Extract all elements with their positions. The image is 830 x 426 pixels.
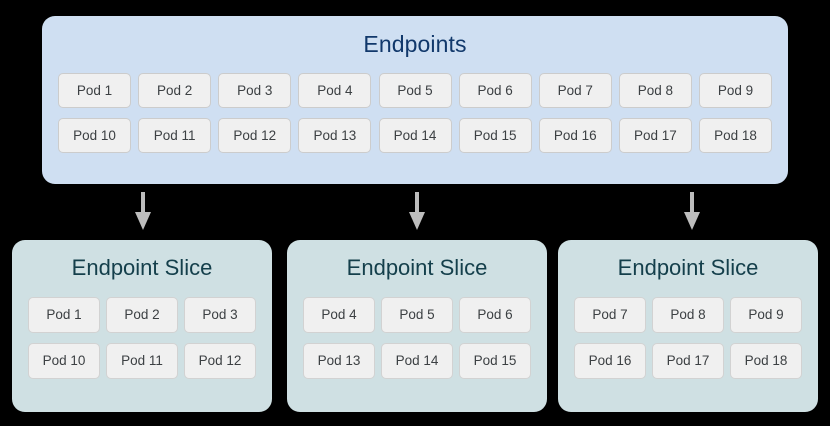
endpoints-pod-row-1: Pod 1 Pod 2 Pod 3 Pod 4 Pod 5 Pod 6 Pod … [42,73,788,108]
slice-pod-row-1: Pod 1 Pod 2 Pod 3 [12,297,272,333]
endpoint-slice-panel-3: Endpoint Slice Pod 7 Pod 8 Pod 9 Pod 16 … [558,240,818,412]
pod-box: Pod 17 [652,343,724,379]
pod-box: Pod 17 [618,118,692,153]
pod-box: Pod 1 [28,297,100,333]
pod-box: Pod 3 [218,73,292,108]
pod-box: Pod 5 [378,73,452,108]
down-arrow-icon [684,192,700,230]
pod-box: Pod 9 [699,73,772,108]
pod-box: Pod 8 [652,297,724,333]
pod-box: Pod 2 [106,297,178,333]
slice-pod-row-1: Pod 7 Pod 8 Pod 9 [558,297,818,333]
pod-box: Pod 1 [58,73,131,108]
slice-pod-row-1: Pod 4 Pod 5 Pod 6 [287,297,547,333]
pod-box: Pod 5 [381,297,453,333]
slice-pod-row-2: Pod 13 Pod 14 Pod 15 [287,343,547,379]
pod-box: Pod 18 [730,343,802,379]
pod-box: Pod 15 [459,343,531,379]
endpoints-pod-row-2: Pod 10 Pod 11 Pod 12 Pod 13 Pod 14 Pod 1… [42,118,788,153]
pod-box: Pod 2 [138,73,212,108]
pod-box: Pod 12 [184,343,256,379]
pod-box: Pod 12 [218,118,292,153]
slice-pod-row-2: Pod 10 Pod 11 Pod 12 [12,343,272,379]
pod-box: Pod 9 [730,297,802,333]
pod-box: Pod 15 [458,118,532,153]
endpoint-slice-panel-1: Endpoint Slice Pod 1 Pod 2 Pod 3 Pod 10 … [12,240,272,412]
endpoint-slice-title: Endpoint Slice [346,255,488,280]
pod-box: Pod 16 [538,118,612,153]
slice-pod-row-2: Pod 16 Pod 17 Pod 18 [558,343,818,379]
pod-box: Pod 11 [138,118,212,153]
pod-box: Pod 13 [303,343,375,379]
pod-box: Pod 4 [303,297,375,333]
pod-box: Pod 7 [538,73,612,108]
endpoint-slice-panel-2: Endpoint Slice Pod 4 Pod 5 Pod 6 Pod 13 … [287,240,547,412]
pod-box: Pod 6 [459,297,531,333]
pod-box: Pod 7 [574,297,646,333]
endpoints-panel: Endpoints Pod 1 Pod 2 Pod 3 Pod 4 Pod 5 … [42,16,788,184]
endpoint-slice-title: Endpoint Slice [617,255,759,280]
pod-box: Pod 10 [58,118,131,153]
pod-box: Pod 3 [184,297,256,333]
pod-box: Pod 16 [574,343,646,379]
down-arrow-icon [135,192,151,230]
endpoint-slice-title: Endpoint Slice [71,255,213,280]
pod-box: Pod 11 [106,343,178,379]
down-arrow-icon [409,192,425,230]
pod-box: Pod 8 [618,73,692,108]
endpoints-title: Endpoints [363,31,467,57]
pod-box: Pod 18 [699,118,772,153]
pod-box: Pod 14 [378,118,452,153]
pod-box: Pod 13 [298,118,372,153]
pod-box: Pod 14 [381,343,453,379]
pod-box: Pod 10 [28,343,100,379]
pod-box: Pod 6 [458,73,532,108]
pod-box: Pod 4 [298,73,372,108]
